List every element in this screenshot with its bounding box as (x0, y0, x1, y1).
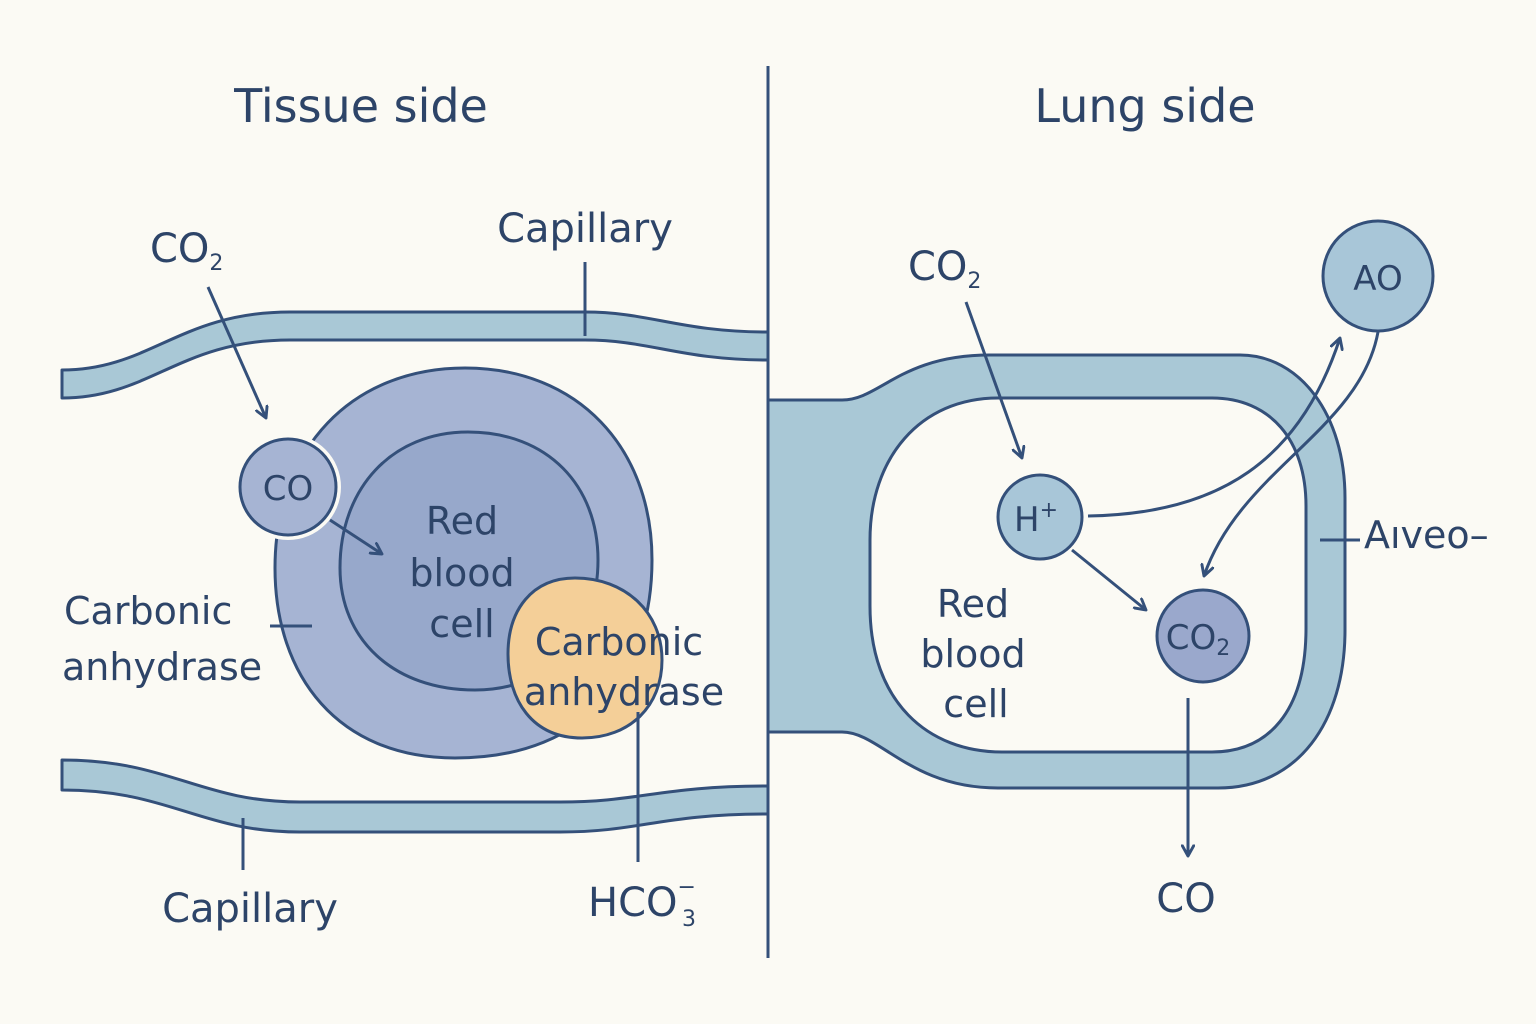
lung-co-out-label: CO (1156, 876, 1215, 922)
h-ion-label: H+ (1014, 498, 1058, 540)
co2-molecule-label: CO2 (1166, 618, 1231, 661)
arrow-co2-to-h (964, 301, 1022, 458)
carbonic-anhydrase-right-label-line2: anhydrase (524, 670, 724, 714)
lung-co2-label: CO2 (908, 244, 981, 294)
co-molecule-circle (238, 437, 338, 537)
hco3-label: HCO−3 (588, 875, 696, 932)
rbc-tissue-label-line1: Red (426, 499, 498, 543)
rbc-tissue-label-line2: blood (409, 551, 514, 595)
rbc-lung-label-line2: blood (920, 632, 1025, 676)
co2-molecule-circle (1155, 588, 1251, 684)
ao-molecule-circle (1321, 219, 1435, 333)
ao-molecule-label: AO (1353, 259, 1402, 299)
alveolus-wall (766, 353, 1347, 790)
rbc-lung-label-line1: Red (937, 582, 1009, 626)
arrow-ao-to-co2 (1204, 331, 1380, 576)
carbonic-anhydrase-left-label-line1: Carbonic (64, 589, 232, 633)
rbc-lung-label-line3: cell (943, 682, 1008, 726)
arrow-co2-to-co (206, 286, 266, 418)
capillary-wall-bottom (60, 758, 770, 834)
tissue-side-title: Tissue side (233, 79, 488, 133)
arrow-h-to-co2 (1071, 548, 1146, 610)
carbonic-anhydrase-left-label-line2: anhydrase (62, 645, 262, 689)
alveo-label: Aıveo– (1364, 513, 1489, 557)
lung-side-title: Lung side (1034, 79, 1255, 133)
h-ion-circle (996, 473, 1084, 561)
carbonic-anhydrase-enzyme (506, 576, 664, 740)
co-molecule-label: CO (263, 469, 314, 509)
carbonic-anhydrase-right-label-line1: Carbonic (535, 620, 703, 664)
arrow-co-to-rbc (329, 518, 382, 554)
arrow-h-to-ao (1087, 338, 1340, 518)
rbc-tissue-label-line3: cell (429, 602, 494, 646)
capillary-bottom-label: Capillary (162, 886, 338, 932)
capillary-top-label: Capillary (497, 206, 673, 252)
tissue-co2-label: CO2 (150, 226, 223, 276)
